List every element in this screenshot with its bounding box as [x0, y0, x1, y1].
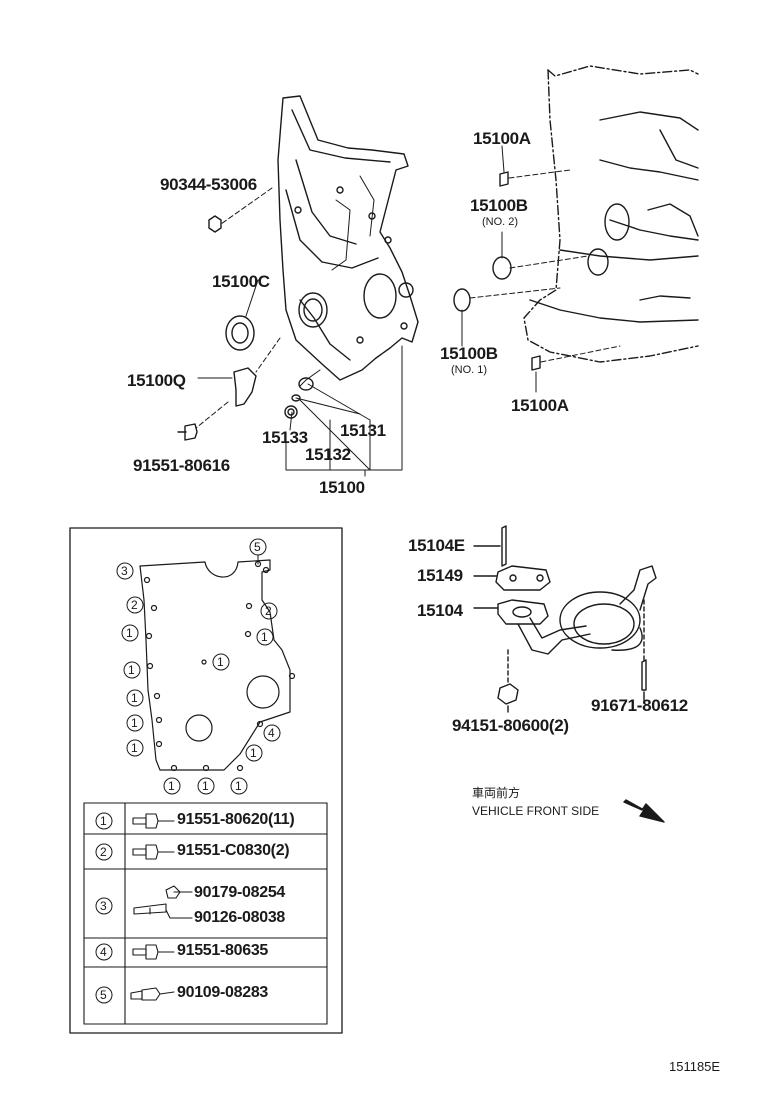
oil-strainer-drawing [473, 525, 657, 713]
legend-part-number: 91551-80635 [177, 942, 269, 959]
legend-part-number: 90179-08254 [194, 884, 286, 901]
part-label-15149: 15149 [417, 566, 463, 585]
legend-key: 2 [100, 845, 107, 859]
front-note-english: VEHICLE FRONT SIDE [472, 804, 600, 818]
gasket-callout: 4 [268, 726, 275, 740]
part-label-15104: 15104 [417, 601, 463, 620]
legend-part-number: 91551-C0830(2) [177, 842, 290, 859]
part-label-91671-80612: 91671-80612 [591, 696, 688, 715]
gasket-outline-drawing [139, 559, 296, 772]
part-label-15132: 15132 [305, 445, 351, 464]
gasket-callout: 1 [217, 655, 224, 669]
part-sublabel-no1: (NO. 1) [451, 364, 488, 376]
part-label-15100a-top: 15100A [473, 129, 531, 148]
timing-cover-drawing [277, 95, 419, 381]
gasket-callout: 3 [121, 564, 128, 578]
gasket-callout: 1 [168, 779, 175, 793]
part-label-15133: 15133 [262, 428, 308, 447]
part-label-15100b-bottom: 15100B [440, 344, 498, 363]
legend-part-number: 90126-08038 [194, 909, 286, 926]
part-label-15100c: 15100C [212, 272, 270, 291]
engine-block-drawing [523, 65, 699, 363]
gasket-callout: 1 [131, 691, 138, 705]
part-label-91551-80616: 91551-80616 [133, 456, 230, 475]
part-label-15100a-bottom: 15100A [511, 396, 569, 415]
part-label-15131: 15131 [340, 421, 386, 440]
part-label-15104e: 15104E [408, 536, 465, 555]
legend-key: 4 [100, 945, 107, 959]
legend-part-number: 91551-80620(11) [177, 811, 295, 828]
gasket-callout: 1 [261, 630, 268, 644]
part-label-15100: 15100 [319, 478, 365, 497]
legend-key: 3 [100, 899, 107, 913]
part-label-94151-80600: 94151-80600(2) [452, 716, 569, 735]
small-parts-drawing [177, 171, 541, 441]
gasket-callout: 1 [131, 741, 138, 755]
legend-part-number: 90109-08283 [177, 984, 269, 1001]
part-label-90344-53006: 90344-53006 [160, 175, 257, 194]
gasket-callout: 5 [254, 540, 261, 554]
gasket-callout: 1 [202, 779, 209, 793]
gasket-callout: 1 [128, 663, 135, 677]
gasket-callout: 1 [131, 716, 138, 730]
legend-key: 5 [100, 988, 107, 1002]
part-sublabel-no2: (NO. 2) [482, 216, 519, 228]
front-note-japanese: 車両前方 [472, 786, 521, 800]
gasket-callout: 1 [235, 779, 242, 793]
gasket-callout: 1 [126, 626, 133, 640]
part-label-15100q: 15100Q [127, 371, 186, 390]
figure-code: 151185E [669, 1059, 721, 1074]
front-arrow-icon [623, 799, 665, 823]
legend-key: 1 [100, 814, 107, 828]
part-label-15100b-top: 15100B [470, 196, 528, 215]
gasket-callout: 2 [131, 598, 138, 612]
gasket-callout: 2 [265, 604, 272, 618]
gasket-callout: 1 [250, 746, 257, 760]
